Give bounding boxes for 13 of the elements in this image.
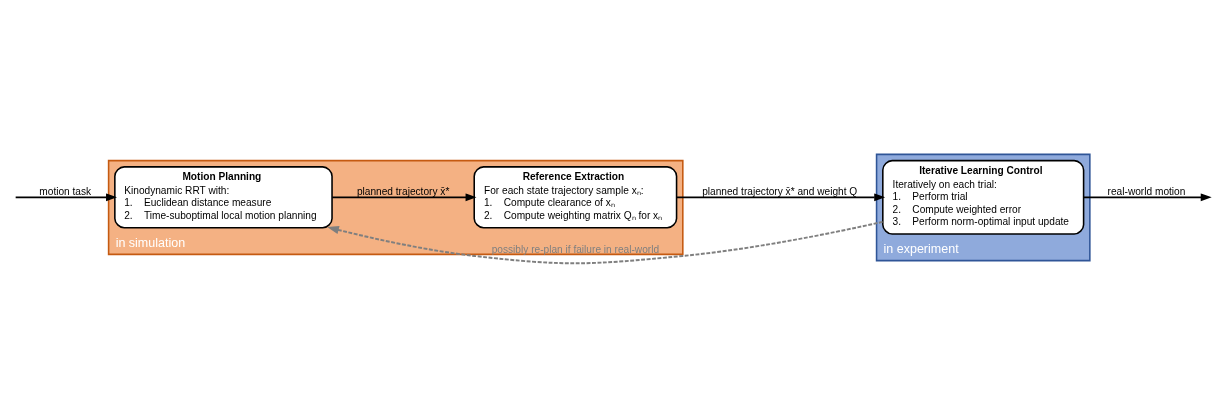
node-box: Reference Extraction For each state trajectory sample xₙ: 1. Compute clearance of xₙ 2. Compute weighting matrix Qₙ for xₙ [473, 165, 678, 229]
edge-label: real-world motion [1107, 185, 1186, 197]
arrow [1083, 193, 1212, 201]
arrow [675, 193, 886, 201]
edge-label: planned trajectory x̄* and weight Q [702, 185, 858, 197]
node-box: Iterative Learning Control Iteratively on each trial: 1. Perform trial 2. Compute weighted error 3. Perform norm-optimal input update [882, 159, 1085, 235]
edge-label: motion task [39, 185, 92, 197]
edge-label: planned trajectory x̄* [356, 185, 450, 197]
arrow [331, 193, 477, 201]
edge-label: possibly re-plan if failure in real-world [491, 243, 660, 255]
arrow [327, 220, 884, 264]
node-box: Motion Planning Kinodynamic RRT with: 1. Euclidean distance measure 2. Time-suboptimal local motion planning [114, 165, 333, 229]
arrow [14, 193, 117, 201]
